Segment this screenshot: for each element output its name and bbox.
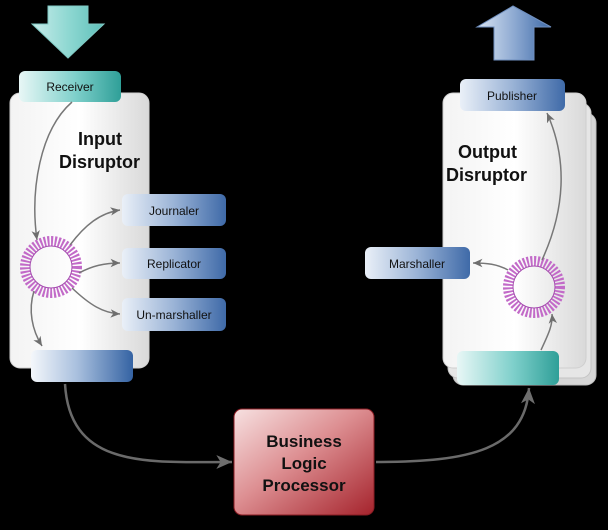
blp-line2: Logic — [281, 454, 326, 473]
publisher-box — [460, 79, 565, 111]
ring-to-replicator-arrow — [78, 258, 121, 274]
ring-to-unmarshaller-arrow — [71, 287, 121, 318]
input-ring-buffer-icon — [20, 236, 82, 298]
ring-to-marshaller-arrow — [472, 258, 509, 271]
input-title-line2: Disruptor — [59, 152, 140, 172]
receiver-to-ring-arrow — [31, 101, 73, 241]
ring-to-output-slot-arrow — [30, 290, 43, 347]
marshaller-box — [365, 247, 470, 279]
output-disruptor-panel — [442, 92, 587, 369]
replicator-box — [122, 248, 226, 279]
marshaller-label: Marshaller — [389, 257, 445, 271]
receiver-label: Receiver — [46, 80, 93, 94]
publisher-label: Publisher — [487, 89, 537, 103]
blp-line3: Processor — [262, 476, 346, 495]
output-ring-buffer-icon — [503, 256, 565, 318]
output-arrow-icon — [475, 5, 552, 61]
unmarshaller-box — [122, 298, 226, 331]
journaler-box — [122, 194, 226, 226]
blp-line1: Business — [266, 432, 342, 451]
blp-box — [233, 408, 375, 516]
slot-to-ring-arrow — [540, 313, 558, 351]
output-title-line1: Output — [458, 142, 517, 162]
ring-to-publisher-arrow — [541, 112, 562, 261]
unmarshaller-label: Un-marshaller — [136, 308, 211, 322]
input-title-line1: Input — [78, 129, 122, 149]
receiver-box — [19, 71, 121, 102]
journaler-label: Journaler — [149, 204, 199, 218]
output-slot-box — [457, 351, 559, 385]
input-arrow-icon — [30, 5, 106, 59]
replicator-label: Replicator — [147, 257, 201, 271]
input-to-blp-connector — [63, 383, 233, 470]
ring-to-journaler-arrow — [69, 207, 121, 246]
output-title-line2: Disruptor — [446, 165, 527, 185]
input-slot-box — [31, 350, 133, 382]
blp-to-output-connector — [375, 387, 535, 464]
